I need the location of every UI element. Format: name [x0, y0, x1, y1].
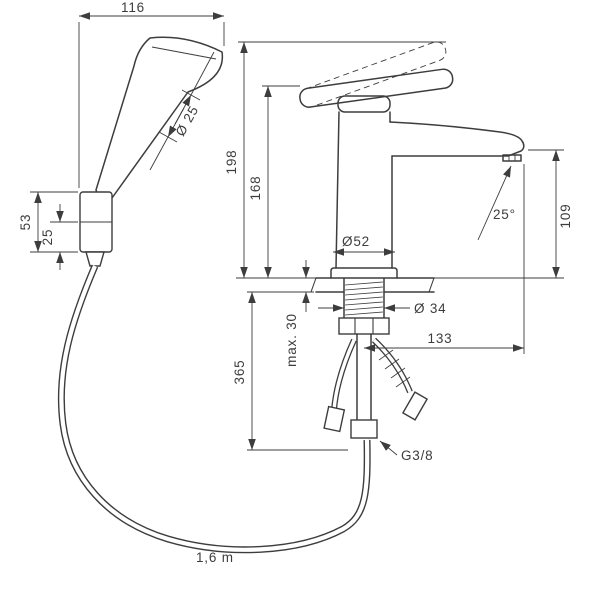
- dim-base-diameter: Ø52: [333, 234, 395, 256]
- hose-outlet-fitting: [85, 251, 105, 267]
- spout-top: [389, 121, 525, 157]
- faucet: [299, 41, 525, 279]
- dim-label-53: 53: [18, 214, 33, 231]
- connector-left: [323, 405, 346, 433]
- shank-threads: [344, 281, 384, 316]
- base-plate: [330, 267, 398, 279]
- mounting-deck: [310, 277, 435, 293]
- dim-label-133: 133: [428, 331, 453, 346]
- dim-198: 198: [224, 41, 446, 279]
- handle-cap: [337, 95, 391, 113]
- dim-hole-diameter: Ø 34: [318, 301, 446, 316]
- connector-right: [401, 391, 429, 421]
- shower-holder: [79, 191, 113, 267]
- under-counter-parts: [323, 277, 429, 439]
- dim-label-max-30: max. 30: [284, 313, 299, 367]
- dim-53: 53: [18, 191, 78, 253]
- dim-label-116: 116: [121, 0, 145, 15]
- dim-label-base-diameter: Ø52: [342, 234, 370, 249]
- dim-max-30: max. 30: [284, 260, 310, 367]
- faucet-handle: [299, 68, 454, 108]
- shower-hose: [57, 264, 371, 554]
- dimensions: 116 Ø 25 53 25: [18, 0, 573, 565]
- hose-inner: [59, 265, 370, 552]
- body-left-edge: [335, 111, 340, 269]
- dim-hose-length: 1,6 m: [196, 550, 234, 565]
- dim-25: 25: [40, 204, 64, 270]
- deck-break-left: [310, 277, 317, 293]
- dim-label-109: 109: [558, 204, 573, 229]
- faucet-handle-raised-dashed: [299, 41, 447, 108]
- dim-365: 365: [232, 291, 348, 451]
- hand-shower-face-rim: [151, 46, 217, 60]
- dim-label-198: 198: [224, 150, 239, 175]
- dim-109: 109: [434, 149, 573, 279]
- dim-hand-shower-diameter: Ø 25: [149, 51, 215, 171]
- dim-label-thread: G3/8: [401, 448, 433, 463]
- dim-168: 168: [248, 85, 300, 278]
- dim-label-365: 365: [232, 360, 247, 385]
- dim-spout-angle: 25°: [477, 165, 516, 241]
- supply-hose-left-inner: [332, 339, 356, 411]
- hand-shower: [95, 36, 224, 201]
- braid-hatch: [378, 349, 411, 388]
- hand-shower-body: [95, 36, 224, 201]
- dim-label-spout-angle: 25°: [493, 207, 516, 222]
- deck-break-right: [428, 277, 435, 293]
- dim-116: 116: [78, 0, 225, 188]
- dim-label-hole-diameter: Ø 34: [414, 301, 446, 316]
- mounting-nut: [338, 317, 390, 335]
- dim-133: 133: [364, 164, 525, 354]
- dim-thread: G3/8: [379, 440, 433, 463]
- spout-aerator: [502, 154, 522, 162]
- dim-label-25: 25: [40, 229, 55, 246]
- dim-label-168: 168: [248, 176, 263, 201]
- dim-label-hose-length: 1,6 m: [196, 550, 234, 565]
- hose-coupling: [350, 419, 378, 439]
